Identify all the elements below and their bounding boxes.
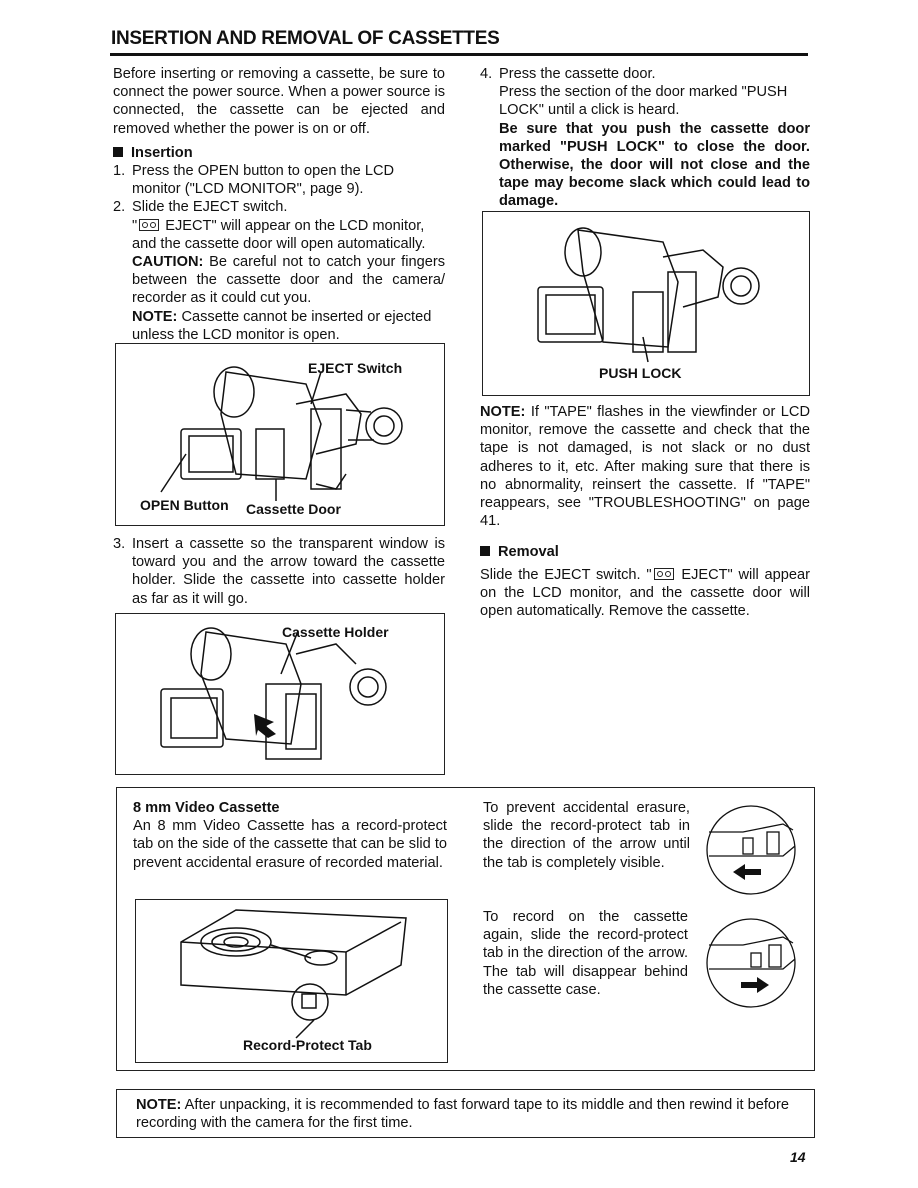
step-3: 3. Insert a cassette so the transparent w… [113,535,445,608]
step-1: 1. Press the OPEN button to open the LCD … [113,162,445,198]
prevent-erasure-text: To prevent accidental erasure, slide the… [483,800,690,871]
tab-visible-diagram [706,805,796,895]
step-4-text: Press the cassette door. [499,66,656,82]
bullet-square-icon [480,546,490,557]
bottom-note-label: NOTE: [136,1097,182,1113]
open-button-label: OPEN Button [140,497,229,513]
left-column: Before inserting or removing a cassette,… [113,65,445,344]
note-tape-paragraph: NOTE: If "TAPE" flashes in the viewfinde… [480,403,810,530]
step-3-block: 3. Insert a cassette so the transparent w… [113,535,445,608]
step-4-details: Press the section of the door marked "PU… [480,83,810,210]
figure-cassette-holder: Cassette Holder [115,613,445,775]
cassette-holder-label: Cassette Holder [282,624,389,640]
push-lock-label: PUSH LOCK [599,365,682,381]
record-again-text: To record on the cassette again, slide t… [483,909,688,998]
bottom-note: NOTE: After unpacking, it is recommended… [136,1096,801,1132]
caution-text: Be careful not to catch your fingers bet… [132,254,445,307]
cassette-text: An 8 mm Video Cassette has a record-prot… [133,818,447,871]
note-label: NOTE: [132,308,178,325]
note-paragraph: NOTE: Cassette cannot be inserted or eje… [132,308,445,344]
tab-hidden-diagram [706,918,796,1008]
intro-paragraph: Before inserting or removing a cassette,… [113,66,445,137]
step-1-number: 1. [113,163,126,180]
step-4-block: 4. Press the cassette door. Press the sec… [480,65,810,211]
step-3-number: 3. [113,536,126,552]
step-4: 4. Press the cassette door. [480,65,810,83]
figure-push-lock: PUSH LOCK [482,211,810,396]
note2-text: If "TAPE" flashes in the viewfinder or L… [480,404,810,530]
right-arrow-icon [741,977,769,993]
record-again-text-block: To record on the cassette again, slide t… [483,908,688,999]
removal-heading-text: Removal [498,544,559,561]
removal-detail: EJECT" will appear on the LCD monitor, a… [480,566,810,620]
left-arrow-icon [733,864,761,880]
insertion-heading: Insertion [113,144,445,162]
camcorder-open-illustration [160,366,403,501]
quote-mark: Slide the EJECT switch. " [480,566,652,583]
bottom-note-text: After unpacking, it is recommended to fa… [136,1097,789,1132]
page-number: 14 [790,1149,806,1165]
step-4-number: 4. [480,66,493,82]
figure-eject-switch: EJECT Switch OPEN Button Cassette Door [115,343,445,526]
page-title: INSERTION AND REMOVAL OF CASSETTES [111,28,500,49]
insertion-heading-text: Insertion [131,144,193,161]
cassette-icon [653,567,674,580]
step-3-text: Insert a cassette so the transparent win… [132,536,445,607]
camcorder-insert-illustration [160,627,387,760]
title-rule [110,53,808,56]
note-text: Cassette cannot be inserted or ejected u… [132,308,432,343]
eject-display-text: " EJECT" will appear on the LCD monitor,… [132,217,445,253]
removal-text: Slide the EJECT switch. " EJECT" will ap… [480,566,810,621]
step-2-number: 2. [113,199,126,216]
bullet-square-icon [113,146,123,157]
record-protect-tab-label: Record-Protect Tab [243,1037,372,1053]
figure-record-protect-tab: Record-Protect Tab [135,899,448,1063]
step-4-warning: Be sure that you push the cassette door … [499,120,810,210]
cassette-illustration [180,909,407,1039]
cassette-heading: 8 mm Video Cassette [133,800,280,816]
prevent-erasure-text-block: To prevent accidental erasure, slide the… [483,799,690,872]
note2-label: NOTE: [480,404,526,420]
caution-paragraph: CAUTION: Be careful not to catch your fi… [132,253,445,308]
bottom-note-box: NOTE: After unpacking, it is recommended… [116,1089,815,1138]
removal-heading: Removal [480,543,810,561]
eject-display-detail: EJECT" will appear on the LCD monitor, a… [132,217,426,252]
step-2: 2. Slide the EJECT switch. [113,198,445,216]
step-4-detail: Press the section of the door marked "PU… [499,84,788,119]
caution-label: CAUTION: [132,254,204,271]
note-tape-block: NOTE: If "TAPE" flashes in the viewfinde… [480,403,810,620]
step-2-text: Slide the EJECT switch. [132,199,288,216]
step-1-text: Press the OPEN button to open the LCD mo… [132,163,395,198]
eject-switch-label: EJECT Switch [308,360,403,376]
camcorder-push-lock-illustration [537,227,760,363]
cassette-door-label: Cassette Door [246,501,341,517]
step-2-details: " EJECT" will appear on the LCD monitor,… [113,217,445,344]
quote-mark: " [132,217,138,234]
cassette-icon [139,218,160,231]
cassette-intro: 8 mm Video Cassette An 8 mm Video Casset… [133,799,447,872]
